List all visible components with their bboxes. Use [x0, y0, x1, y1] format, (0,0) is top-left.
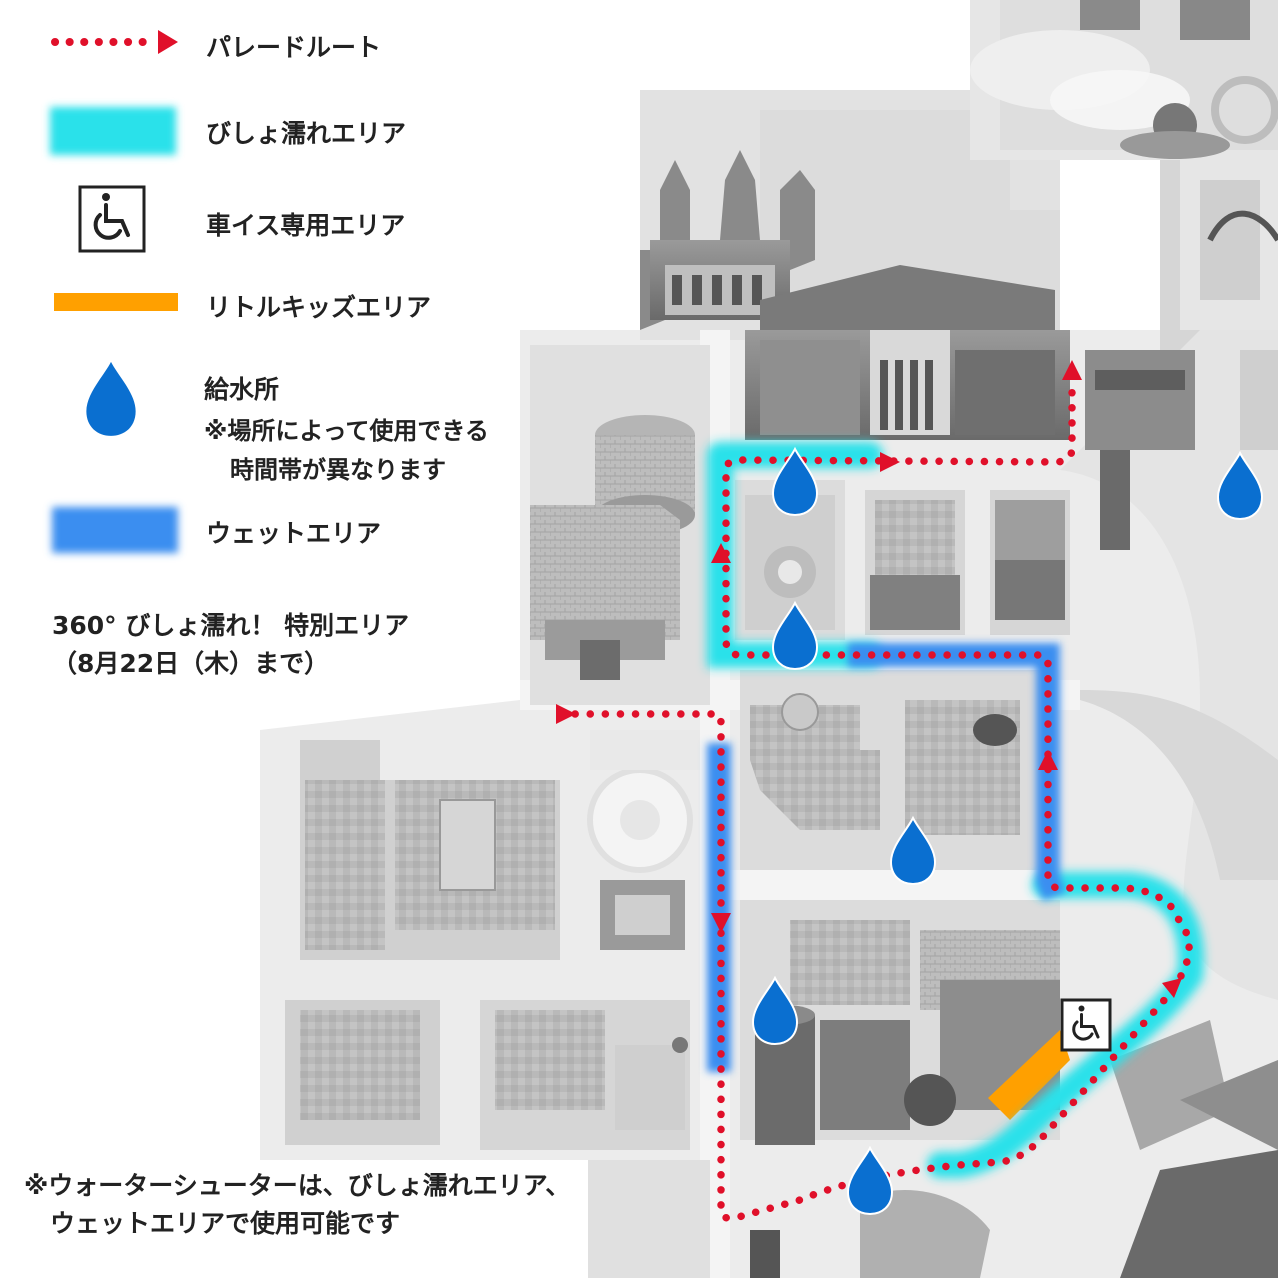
- legend-wheelchair-label: 車イス専用エリア: [206, 211, 406, 240]
- route-arrow-icon: [880, 452, 900, 472]
- legend-wheelchair-swatch: [78, 185, 146, 253]
- wheelchair-icon: [1072, 1005, 1100, 1041]
- footnote-box: [0, 1160, 588, 1278]
- legend-parade-route-swatch: [51, 30, 178, 54]
- wheelchair-area-marker: [1060, 998, 1112, 1052]
- legend-drenched-swatch: [50, 107, 176, 155]
- top-right-landmark: [970, 0, 1278, 300]
- parade-route: [556, 360, 1193, 1223]
- legend-little-kids-label: リトルキッズエリア: [206, 293, 432, 322]
- legend-water-station-note-2: 時間帯が異なります: [230, 456, 446, 484]
- route-arrow-icon: [711, 543, 731, 563]
- route-arrow-icon: [1062, 360, 1082, 380]
- legend-little-kids-swatch: [54, 293, 178, 311]
- legend-drenched-label: びしょ濡れエリア: [206, 119, 407, 148]
- water-drop-icon: [86, 361, 136, 436]
- legend: [50, 30, 178, 553]
- legend-parade-route-label: パレードルート: [206, 33, 382, 62]
- little-kids-area: [988, 1030, 1070, 1120]
- footnote-line-1: ※ウォーターシューターは、びしょ濡れエリア、: [24, 1171, 571, 1200]
- legend-wet-label: ウェットエリア: [206, 519, 382, 548]
- route-arrow-icon: [556, 704, 576, 724]
- legend-wet-swatch: [52, 507, 178, 553]
- legend-water-station-note: ※場所によって使用できる: [204, 417, 489, 445]
- route-arrow-icon: [1162, 978, 1182, 998]
- special-area-date: （8月22日（木）まで）: [52, 649, 330, 678]
- footnote-line-2: ウェットエリアで使用可能です: [50, 1209, 401, 1238]
- wheelchair-icon: [93, 193, 130, 240]
- route-arrow-icon: [1038, 750, 1058, 770]
- legend-water-station-label: 給水所: [204, 375, 280, 404]
- special-area-title: 360° びしょ濡れ！ 特別エリア: [52, 611, 410, 640]
- route-arrow-icon: [711, 913, 731, 933]
